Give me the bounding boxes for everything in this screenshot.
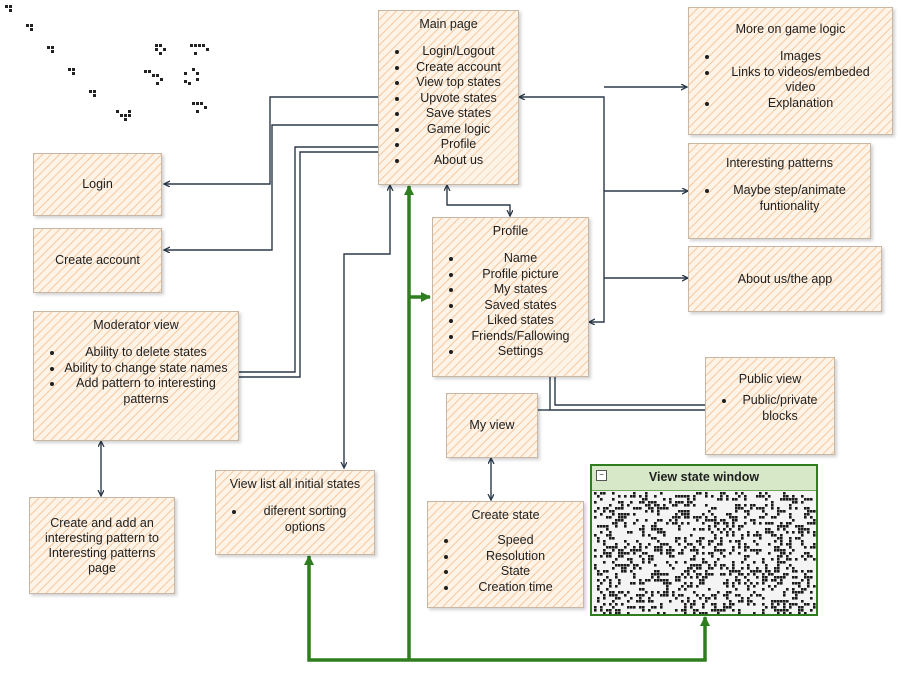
node-title: Public view [738, 372, 802, 386]
list-item: My states [463, 282, 578, 298]
edge-profile-myview-2 [554, 377, 705, 406]
list-item: Game logic [409, 122, 508, 138]
edge-main-profile [447, 185, 510, 216]
main-page-node[interactable]: Main page Login/Logout Create account Vi… [378, 10, 519, 185]
list-item: Login/Logout [409, 44, 508, 60]
create-state-node[interactable]: Create state Speed Resolution State Crea… [427, 501, 584, 608]
view-list-node[interactable]: View list all initial states diferent so… [215, 470, 375, 555]
list-item: Speed [458, 533, 573, 549]
node-title: Moderator view [93, 318, 179, 332]
node-title: Create state [471, 508, 540, 522]
list-item: Upvote states [409, 91, 508, 107]
list-item: Ability to change state names [64, 361, 228, 377]
node-title: My view [469, 418, 515, 432]
list-item: Settings [463, 344, 578, 360]
list-item: Save states [409, 106, 508, 122]
list-item: Public/private blocks [736, 393, 824, 424]
list-item: Friends/Fallowing [463, 329, 578, 345]
minimize-icon[interactable]: − [596, 470, 607, 481]
green-edge-window [409, 616, 710, 662]
game-logic-node[interactable]: More on game logic Images Links to video… [688, 7, 893, 135]
list-item: Add pattern to interesting patterns [64, 376, 228, 407]
node-title: View list all initial states [229, 477, 361, 491]
window-title-bar[interactable]: − View state window [592, 466, 816, 491]
edge-list-main [344, 185, 390, 468]
list-item: Name [463, 251, 578, 267]
node-title: Create account [55, 253, 140, 267]
node-title: Create and add an interesting pattern to… [45, 515, 159, 575]
edge-moderator-main-1 [239, 146, 378, 373]
list-item: Resolution [458, 549, 573, 565]
create-pattern-node[interactable]: Create and add an interesting pattern to… [29, 497, 175, 594]
public-view-node[interactable]: Public view Public/private blocks [705, 357, 835, 455]
edge-main-create-account [164, 124, 378, 250]
edge-moderator-main-2 [239, 151, 378, 378]
list-item: View top states [409, 75, 508, 91]
list-item: Links to videos/embeded video [719, 65, 882, 96]
view-state-window[interactable]: − View state window [590, 464, 818, 616]
node-title: Profile [492, 224, 529, 238]
list-item: Liked states [463, 313, 578, 329]
about-node[interactable]: About us/the app [688, 246, 882, 312]
list-item: Create account [409, 60, 508, 76]
state-grid-preview [594, 492, 816, 614]
profile-node[interactable]: Profile Name Profile picture My states S… [432, 217, 589, 377]
node-title: More on game logic [735, 22, 846, 36]
glider-pattern-icons [5, 5, 209, 121]
create-account-node[interactable]: Create account [33, 228, 162, 293]
list-item: Profile picture [463, 267, 578, 283]
list-item: Profile [409, 137, 508, 153]
list-item: Images [719, 49, 882, 65]
list-item: diferent sorting options [246, 504, 364, 535]
list-item: Maybe step/animate funtionality [719, 183, 860, 214]
interesting-patterns-node[interactable]: Interesting patterns Maybe step/animate … [688, 143, 871, 239]
list-item: Ability to delete states [64, 345, 228, 361]
login-node[interactable]: Login [33, 153, 162, 216]
list-item: About us [409, 153, 508, 169]
list-item: State [458, 564, 573, 580]
list-item: Creation time [458, 580, 573, 596]
list-item: Saved states [463, 298, 578, 314]
green-edge-list [304, 555, 409, 662]
node-title: Login [82, 177, 113, 191]
node-title: Main page [419, 17, 478, 31]
moderator-view-node[interactable]: Moderator view Ability to delete states … [33, 311, 239, 441]
list-item: Explanation [719, 96, 882, 112]
edge-main-right [519, 97, 605, 322]
edge-main-login [164, 96, 378, 184]
window-title: View state window [648, 470, 760, 484]
my-view-node[interactable]: My view [446, 393, 538, 458]
node-title: Interesting patterns [725, 156, 833, 170]
node-title: About us/the app [737, 271, 833, 286]
